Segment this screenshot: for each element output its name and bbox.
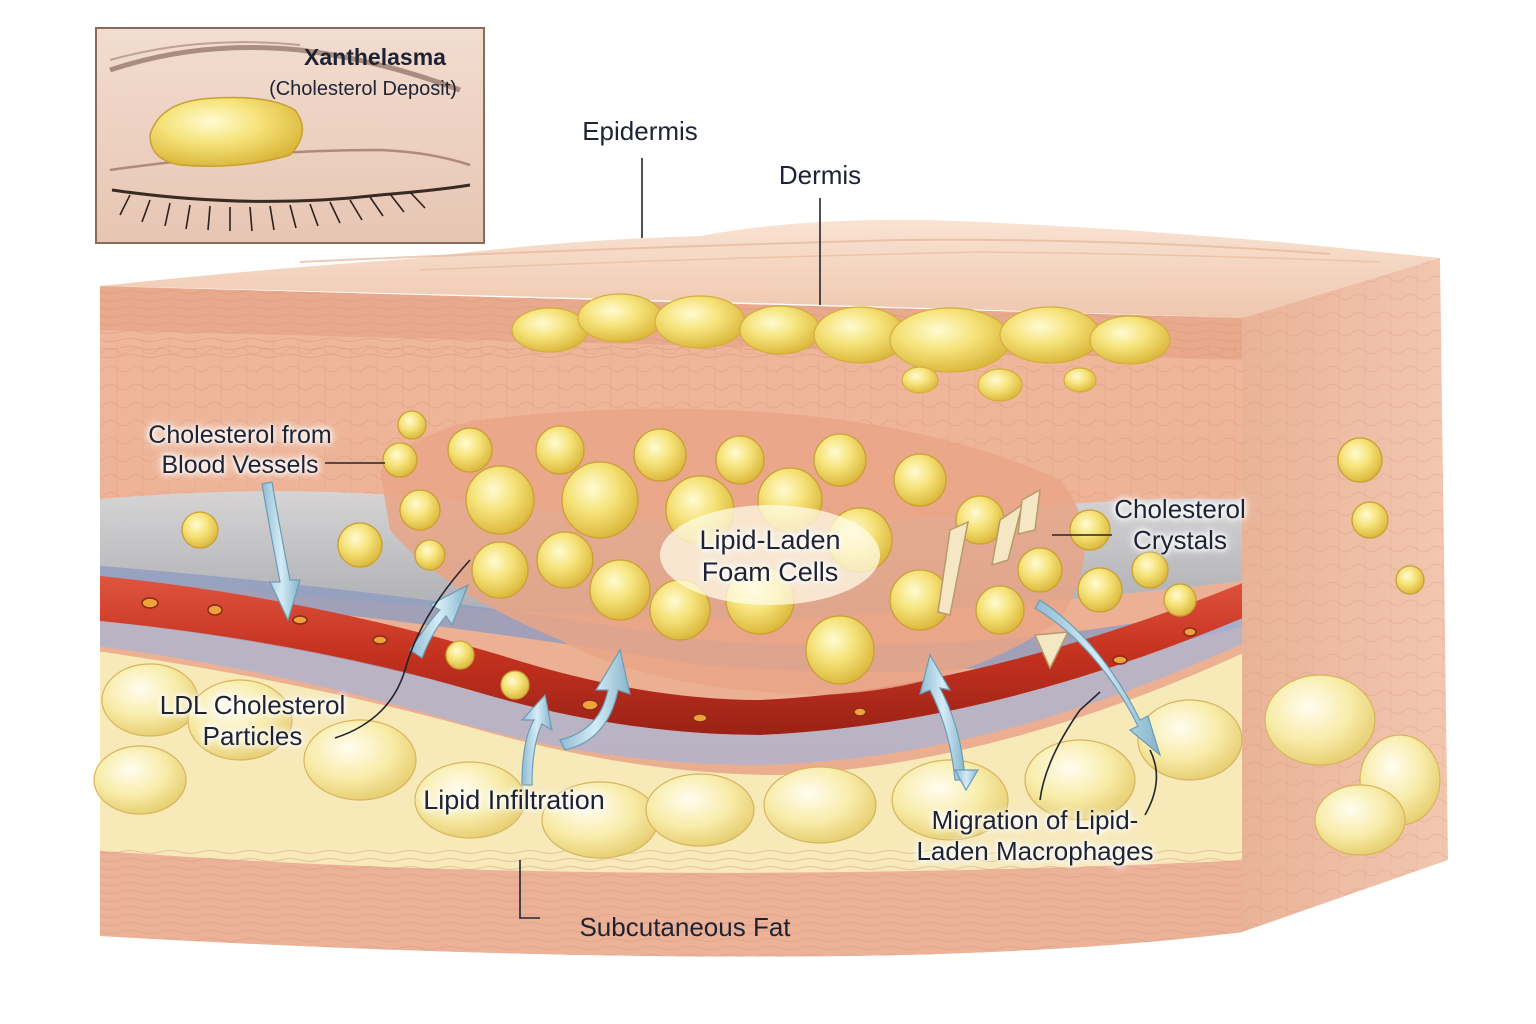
- label-line: Lipid-Laden: [699, 525, 841, 555]
- label-foam-cells: Lipid-Laden Foam Cells: [670, 524, 870, 589]
- label-line: Blood Vessels: [161, 451, 319, 479]
- label-epidermis: Epidermis: [582, 116, 698, 146]
- xanthelasma-inset: [95, 27, 485, 244]
- label-ldl-particles: LDL Cholesterol Particles: [140, 690, 365, 752]
- label-line: Crystals: [1133, 525, 1227, 556]
- eye-closure-line: [111, 183, 471, 203]
- label-line: LDL Cholesterol: [159, 690, 346, 720]
- label-cholesterol-from-blood-vessels: Cholesterol from Blood Vessels: [130, 420, 350, 480]
- arrow-down-left: [261, 481, 301, 622]
- skin-top-surface: [100, 219, 1440, 318]
- dermal-lipid-deposit: [511, 293, 1171, 402]
- xanthelasma-plaque: [149, 96, 304, 167]
- label-lipid-infiltration: Lipid Infiltration: [423, 785, 605, 815]
- arrow-infiltration-curve: [559, 648, 631, 751]
- label-subcutaneous-fat: Subcutaneous Fat: [579, 912, 791, 942]
- label-cholesterol-crystals: Cholesterol Crystals: [1100, 494, 1260, 556]
- arrow-infiltration-up: [520, 693, 553, 786]
- label-dermis: Dermis: [778, 160, 862, 190]
- leader-migration-a: [1039, 691, 1101, 801]
- label-line: Foam Cells: [701, 557, 839, 588]
- arrow-migration-up: [919, 653, 966, 781]
- subcutaneous-fat-lobules: [93, 663, 1441, 859]
- label-line: Cholesterol: [1114, 494, 1246, 524]
- blood-vessel: [100, 575, 1242, 735]
- label-line: Particles: [202, 721, 303, 752]
- arrow-up-left: [409, 583, 470, 659]
- label-macrophage-migration: Migration of Lipid- Laden Macrophages: [900, 805, 1170, 867]
- arrow-migration-head: [953, 769, 980, 792]
- cholesterol-crystals: [937, 488, 1070, 670]
- leader-migration-b: [1144, 749, 1158, 816]
- leader-subcutaneous: [519, 860, 540, 919]
- flow-arrows: [261, 481, 1162, 792]
- inset-title: Xanthelasma: [304, 44, 446, 70]
- eyebrow: [109, 45, 461, 93]
- inset-subtitle: (Cholesterol Deposit): [269, 78, 457, 100]
- red-blood-cells: [141, 597, 1197, 723]
- label-line: Migration of Lipid-: [931, 805, 1139, 835]
- leader-ldl: [334, 559, 471, 739]
- arrow-migration-right: [1034, 599, 1162, 757]
- eyelashes: [119, 191, 426, 232]
- label-line: Cholesterol from: [148, 421, 332, 449]
- label-line: Laden Macrophages: [916, 836, 1154, 867]
